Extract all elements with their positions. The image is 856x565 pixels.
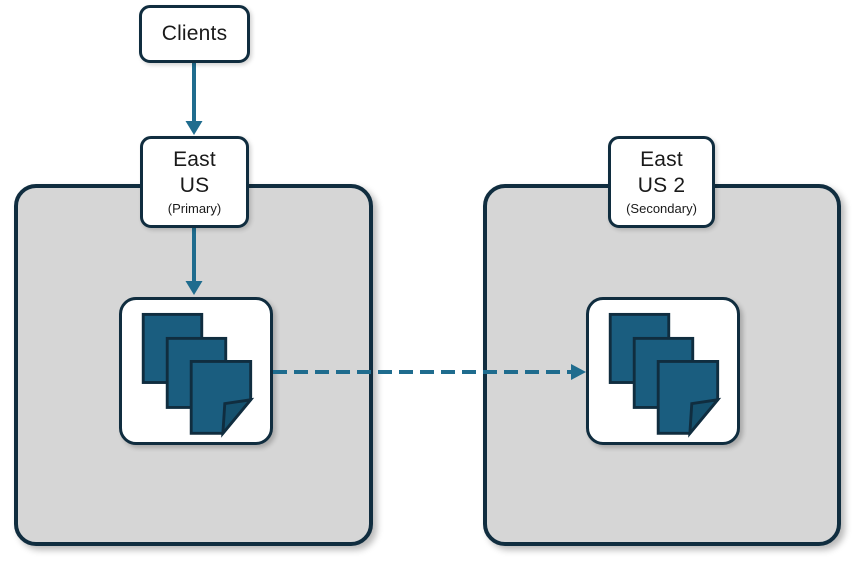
- storage-box-primary[interactable]: [119, 297, 273, 445]
- documents-stack-icon: [141, 312, 255, 438]
- node-region-primary-role: (Primary): [167, 200, 222, 216]
- node-clients[interactable]: Clients: [139, 5, 250, 63]
- node-region-secondary-role: (Secondary): [626, 200, 697, 216]
- node-region-primary[interactable]: East US (Primary): [140, 136, 249, 228]
- node-region-secondary[interactable]: East US 2 (Secondary): [608, 136, 715, 228]
- node-region-secondary-line2: US 2: [637, 173, 686, 197]
- node-region-primary-line1: East: [173, 147, 216, 171]
- node-region-secondary-line1: East: [640, 147, 683, 171]
- documents-stack-icon: [608, 312, 722, 438]
- connector-clients-to-primary: [185, 62, 203, 135]
- storage-box-secondary[interactable]: [586, 297, 740, 445]
- node-clients-label: Clients: [161, 22, 228, 45]
- node-region-primary-line2: US: [179, 173, 210, 197]
